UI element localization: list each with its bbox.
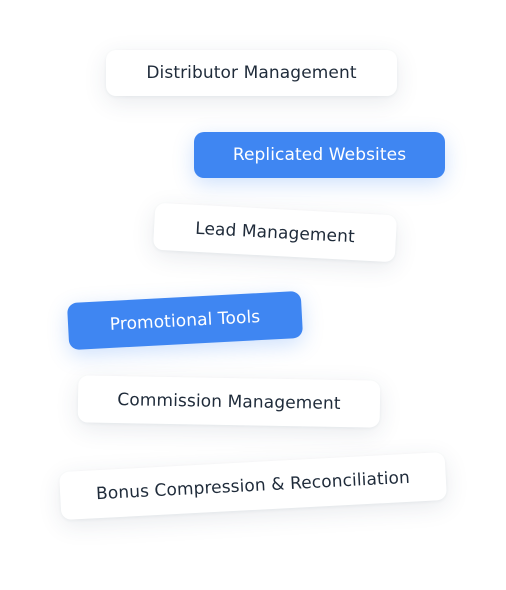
chip-label: Commission Management [117,389,341,414]
chip-lead-management[interactable]: Lead Management [152,202,398,263]
chip-label: Replicated Websites [232,145,407,165]
chip-replicated-websites[interactable]: Replicated Websites [194,132,445,178]
chip-commission-management[interactable]: Commission Management [77,375,381,428]
chip-label: Bonus Compression & Reconciliation [95,467,411,505]
chip-label: Distributor Management [146,63,357,83]
chip-distributor-management[interactable]: Distributor Management [106,50,397,96]
chip-promotional-tools[interactable]: Promotional Tools [66,290,304,351]
chip-label: Promotional Tools [109,306,261,335]
chip-label: Lead Management [194,218,356,247]
chip-bonus-compression-reconciliation[interactable]: Bonus Compression & Reconciliation [59,451,447,521]
